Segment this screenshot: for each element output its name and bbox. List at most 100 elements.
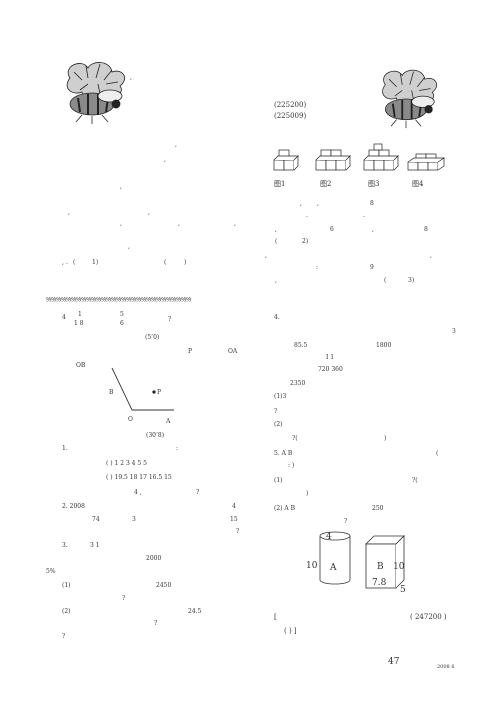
cyl-top-value: 4 xyxy=(326,532,332,542)
r-q5-e: ) xyxy=(306,490,309,497)
intro-mark: , xyxy=(164,156,166,163)
r-mark: , xyxy=(275,277,277,284)
intro-close-2: ) xyxy=(184,259,187,266)
footer-bottom-line: ( ) ] xyxy=(284,627,297,635)
r-q5-c: (1) xyxy=(274,477,283,484)
r-mark: , xyxy=(430,252,432,259)
footer-code: ( 247200 ) xyxy=(410,613,447,621)
table-row-2: ( ) 19.5 18 17 16.5 15 xyxy=(106,474,172,481)
r-q5-f: (2) A B xyxy=(274,505,296,512)
q4-d: 6 xyxy=(120,320,124,327)
intro-mark: , xyxy=(148,209,150,216)
r-intro-3b: 2) xyxy=(302,238,309,245)
intro-paren-2: ( xyxy=(164,259,167,266)
footer-bracket-open: [ xyxy=(274,613,277,621)
postal-code-1: (225200) xyxy=(274,101,307,109)
fig-label-4: 图4 xyxy=(412,180,424,188)
r-mark: . xyxy=(306,212,308,219)
intro-mark: , xyxy=(175,141,177,148)
r-q4-d: I 1 xyxy=(326,354,335,361)
r-q5-g: 250 xyxy=(372,505,384,512)
bee-illustration-left xyxy=(66,62,125,124)
r-q5-b: : ) xyxy=(288,462,295,469)
fig-label-2: 图2 xyxy=(320,180,332,188)
r-q4-k: ) xyxy=(384,435,387,442)
cylinder-a xyxy=(319,531,351,585)
r-intro-4a: : xyxy=(316,264,319,271)
s3-question: ? xyxy=(122,595,126,602)
r-mark: , xyxy=(275,226,277,233)
section-divider: §§§§§§§§§§§§§§§§§§§§§§§§§§§§§§§§§§§§§§§§… xyxy=(46,297,192,303)
q4-a: 1 xyxy=(78,311,82,318)
q4-b: 5 xyxy=(120,311,124,318)
angle-label-a: A xyxy=(166,418,171,425)
r-intro-2b: 8 xyxy=(424,226,428,233)
intro-paren-1: ( xyxy=(73,259,76,266)
intro-mark: , xyxy=(130,74,132,81)
cyl-side-value: 10 xyxy=(306,561,318,571)
r-mark: , xyxy=(300,200,302,207)
bee-illustration-right xyxy=(382,69,437,129)
s3-d: (1) xyxy=(62,582,71,589)
s2-c: 3 xyxy=(132,516,136,523)
box-b xyxy=(365,535,405,589)
r-q4-a: 3 xyxy=(452,328,456,335)
r-q5-a: ( xyxy=(436,450,439,457)
s3-b: 2000 xyxy=(146,555,162,562)
box-side-value: 10 xyxy=(393,562,405,572)
s1-a: : xyxy=(176,445,179,452)
s1-question: ? xyxy=(196,489,200,496)
intro-mark: , xyxy=(128,243,130,250)
r-intro-5b: 3) xyxy=(408,277,415,284)
r-intro-1: 8 xyxy=(370,200,374,207)
q4-question: ? xyxy=(168,316,172,323)
r-mark: , xyxy=(372,226,374,233)
q4-g: OA xyxy=(228,348,238,355)
cube-figures xyxy=(273,143,446,171)
r-mark: , xyxy=(317,200,319,207)
q4-f: P xyxy=(188,348,193,355)
r-intro-2a: 6 xyxy=(330,226,334,233)
r-q4-c: 1800 xyxy=(376,342,392,349)
intro-mark: , xyxy=(62,259,64,266)
s1-number: 1. xyxy=(62,445,68,452)
q4-number: 4 xyxy=(62,314,66,321)
s3-question-2: ? xyxy=(154,620,158,627)
postal-code-2: (225009) xyxy=(274,112,307,120)
r-q4-g: (1)3 xyxy=(274,393,287,400)
table-row-1: ( ) 1 2 3 4 5 5 xyxy=(106,460,147,467)
r-q4-number: 4. xyxy=(274,314,280,321)
r-mark: . xyxy=(363,212,365,219)
r-q5-number: 5. A B xyxy=(274,450,293,457)
r-q5-d: ?( xyxy=(412,477,418,484)
r-q4-b: 85.5 xyxy=(294,342,308,349)
r-q4-i: (2) xyxy=(274,421,283,428)
r-q4-h: ? xyxy=(274,408,278,415)
angle-diagram xyxy=(111,367,174,411)
r-mark: , xyxy=(265,252,267,259)
intro-mark: . xyxy=(66,259,68,266)
box-front-value: 7.8 xyxy=(372,578,387,588)
page-number: 47 xyxy=(388,657,400,667)
s3-c: 5% xyxy=(46,568,56,575)
intro-one: 1) xyxy=(92,259,99,266)
s2-question: ? xyxy=(236,528,240,535)
s2-a: 4 xyxy=(232,503,236,510)
r-q4-j: ?( xyxy=(292,435,298,442)
s2-d: 15 xyxy=(230,516,238,523)
q4-e: (5’0) xyxy=(145,334,160,341)
fig-label-3: 图3 xyxy=(368,180,380,188)
s2-b: 74 xyxy=(92,516,100,523)
r-q5-question: ? xyxy=(344,518,348,525)
intro-mark: , xyxy=(68,209,70,216)
q4-h: (30’8) xyxy=(146,432,165,439)
q4-c: 1 8 xyxy=(74,320,84,327)
intro-mark: , xyxy=(234,220,236,227)
box-depth-value: 5 xyxy=(400,585,406,595)
r-intro-5a: ( xyxy=(384,277,387,284)
s3-a: 3 1 xyxy=(90,542,100,549)
s3-g: 24.5 xyxy=(188,608,202,615)
angle-label-b: B xyxy=(109,389,114,396)
q4-ob: OB xyxy=(76,362,86,369)
s3-e: 2450 xyxy=(156,582,172,589)
